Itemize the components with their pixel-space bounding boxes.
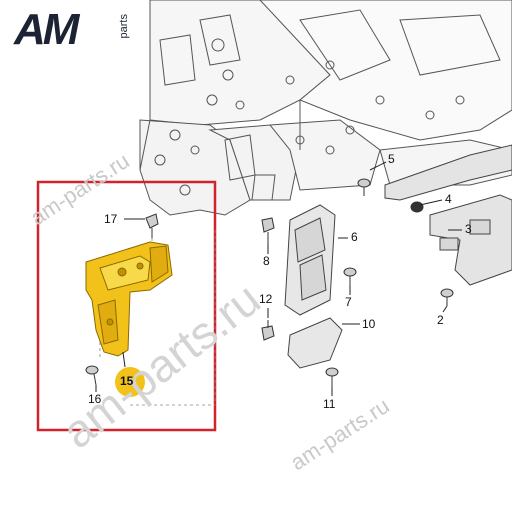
highlight-frame <box>36 180 217 432</box>
callout-6: 6 <box>351 230 358 244</box>
callout-17: 17 <box>104 212 118 226</box>
callout-3: 3 <box>465 222 472 236</box>
rail-part-3 <box>429 194 512 286</box>
callout-15: 15 <box>120 374 134 388</box>
bolt-17 <box>145 213 159 238</box>
bolt-7 <box>343 267 357 286</box>
body-structure <box>139 0 512 216</box>
callout-12: 12 <box>259 292 273 306</box>
leader-lines <box>95 161 462 396</box>
callout-4: 4 <box>445 192 452 206</box>
logo-text: AM <box>14 5 79 54</box>
callout-5: 5 <box>388 152 395 166</box>
bolt-16 <box>85 365 99 386</box>
rail-assembly <box>384 144 512 286</box>
center-brackets <box>284 204 343 369</box>
part-15-bracket <box>85 241 173 357</box>
rail-part-5 <box>384 144 512 201</box>
callout-7: 7 <box>345 295 352 309</box>
bolt-12 <box>261 320 275 341</box>
callout-8: 8 <box>263 254 270 268</box>
logo: AM parts <box>14 8 144 54</box>
bracket-part-10 <box>287 317 343 369</box>
callout-10: 10 <box>362 317 376 331</box>
bolt-4 <box>410 201 424 213</box>
logo-subtext: parts <box>118 14 130 39</box>
callout-16: 16 <box>88 392 102 406</box>
part-15-badge <box>115 367 145 397</box>
bolt-8 <box>261 217 275 244</box>
fasteners <box>85 178 454 388</box>
callout-11: 11 <box>323 397 336 411</box>
bolt-2 <box>440 288 454 306</box>
bolt-11 <box>325 367 339 388</box>
callout-2: 2 <box>437 313 444 327</box>
bolt-5 <box>357 178 371 196</box>
